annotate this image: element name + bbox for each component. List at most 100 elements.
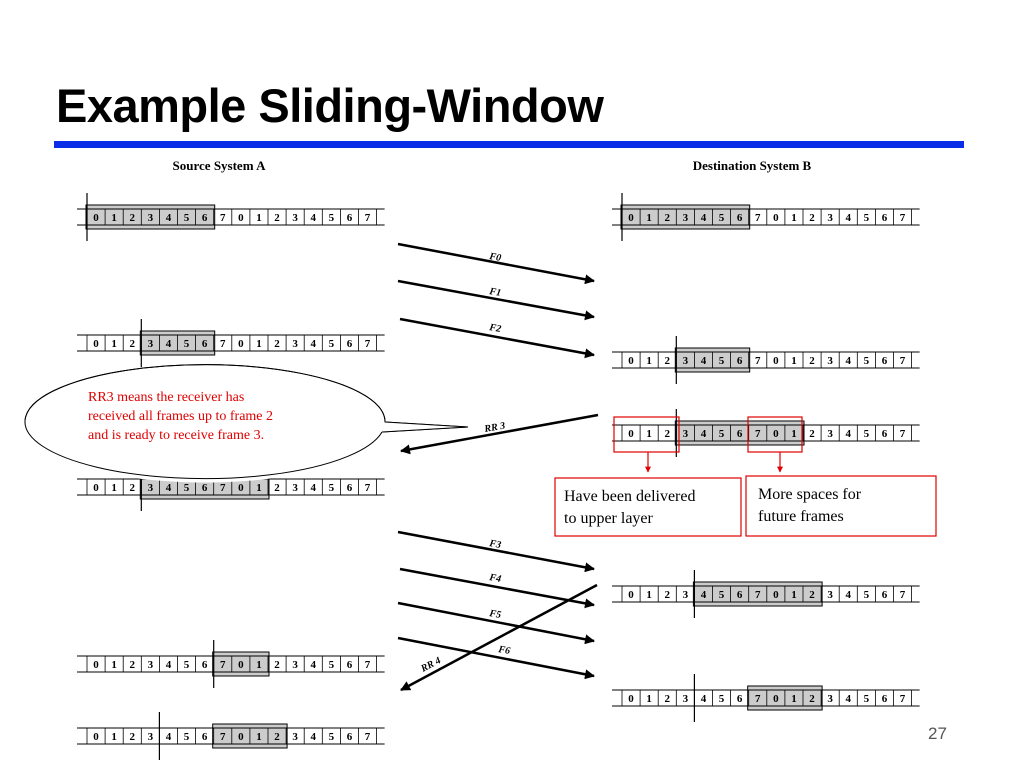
sequence-number: 0 <box>93 659 99 671</box>
sequence-number: 2 <box>809 355 815 367</box>
sequence-number: 7 <box>220 482 226 494</box>
arrow-f6 <box>397 636 595 680</box>
sequence-number: 7 <box>365 731 371 743</box>
sequence-number: 6 <box>347 659 353 671</box>
sequence-number: 3 <box>683 589 689 601</box>
sequence-number: 6 <box>882 693 888 705</box>
sequence-number: 7 <box>755 428 761 440</box>
sequence-number: 7 <box>755 589 761 601</box>
sequence-number: 1 <box>256 212 262 224</box>
sequence-number: 5 <box>329 482 335 494</box>
sequence-number: 5 <box>184 731 190 743</box>
arrows <box>397 242 599 692</box>
sequence-number: 7 <box>900 212 906 224</box>
sequence-number: 1 <box>646 212 652 224</box>
sequence-number: 5 <box>329 212 335 224</box>
sequence-number: 4 <box>166 731 172 743</box>
sequence-number: 3 <box>827 589 833 601</box>
sequence-number: 3 <box>292 338 298 350</box>
callout-bubble-fill <box>24 368 384 483</box>
sequence-number: 1 <box>791 589 797 601</box>
sequence-number: 4 <box>701 428 707 440</box>
sequence-number: 0 <box>773 355 779 367</box>
sequence-number: 4 <box>311 731 317 743</box>
arrow-f5 <box>397 601 595 645</box>
sequence-number: 7 <box>900 428 906 440</box>
sequence-number: 0 <box>93 731 99 743</box>
label-f6: F6 <box>496 644 510 657</box>
sequence-number: 4 <box>846 212 852 224</box>
sequence-number: 7 <box>900 589 906 601</box>
sequence-number: 4 <box>701 693 707 705</box>
sequence-number: 4 <box>701 355 707 367</box>
sequence-number: 3 <box>827 428 833 440</box>
sequence-number: 0 <box>628 428 634 440</box>
sequence-number: 7 <box>220 338 226 350</box>
sequence-number: 3 <box>683 693 689 705</box>
delivered-highlight <box>613 416 680 453</box>
sequence-number: 0 <box>628 212 634 224</box>
sequence-number: 0 <box>93 482 99 494</box>
sequence-number: 1 <box>646 355 652 367</box>
arrow-rr3 <box>400 413 599 455</box>
sequence-number: 7 <box>755 693 761 705</box>
sequence-number: 0 <box>238 482 244 494</box>
sequence-number: 0 <box>93 212 99 224</box>
sequence-number: 7 <box>900 693 906 705</box>
sequence-number: 4 <box>311 338 317 350</box>
callout-line: and is ready to receive frame 3. <box>88 428 265 443</box>
sequence-number: 6 <box>347 338 353 350</box>
sequence-number: 6 <box>737 355 743 367</box>
label-rr4: RR 4 <box>418 655 442 675</box>
sequence-number: 1 <box>646 589 652 601</box>
sequence-number: 5 <box>864 589 870 601</box>
sequence-number: 1 <box>256 482 262 494</box>
sequence-number: 2 <box>809 589 815 601</box>
sequence-number: 1 <box>791 212 797 224</box>
sequence-number: 1 <box>791 428 797 440</box>
sequence-number: 5 <box>184 338 190 350</box>
sequence-number: 5 <box>719 428 725 440</box>
sequence-number: 2 <box>130 659 136 671</box>
sequence-number: 6 <box>347 212 353 224</box>
sequence-number: 3 <box>827 212 833 224</box>
sequence-number: 4 <box>311 482 317 494</box>
callout-pointer <box>381 421 469 433</box>
sequence-number: 3 <box>292 482 298 494</box>
sequence-number: 3 <box>292 731 298 743</box>
sequence-number: 4 <box>846 428 852 440</box>
sequence-number: 3 <box>292 659 298 671</box>
source-header: Source System A <box>173 158 267 173</box>
arrow-rr4 <box>400 583 598 692</box>
sequence-number: 4 <box>311 659 317 671</box>
sequence-number: 1 <box>111 731 117 743</box>
sequence-number: 4 <box>701 212 707 224</box>
sequence-number: 2 <box>130 212 136 224</box>
sequence-number: 2 <box>274 212 280 224</box>
sequence-number: 5 <box>719 212 725 224</box>
sequence-number: 0 <box>773 589 779 601</box>
sequence-number: 7 <box>220 212 226 224</box>
sequence-number: 6 <box>737 693 743 705</box>
sequence-number: 5 <box>719 693 725 705</box>
annotation-line: to upper layer <box>564 510 653 527</box>
sequence-number: 7 <box>220 731 226 743</box>
callout-line: received all frames up to frame 2 <box>88 409 274 424</box>
callout-line: RR3 means the receiver has <box>88 390 245 405</box>
sequence-number: 1 <box>111 482 117 494</box>
sequence-number: 6 <box>202 659 208 671</box>
sequence-number: 2 <box>274 338 280 350</box>
sequence-number: 2 <box>274 482 280 494</box>
sequence-number: 5 <box>719 589 725 601</box>
sequence-number: 5 <box>329 659 335 671</box>
annotation-line: More spaces for <box>758 486 862 503</box>
sequence-number: 3 <box>148 482 154 494</box>
sequence-number: 0 <box>628 693 634 705</box>
label-f3: F3 <box>487 538 501 551</box>
sequence-number: 4 <box>846 589 852 601</box>
